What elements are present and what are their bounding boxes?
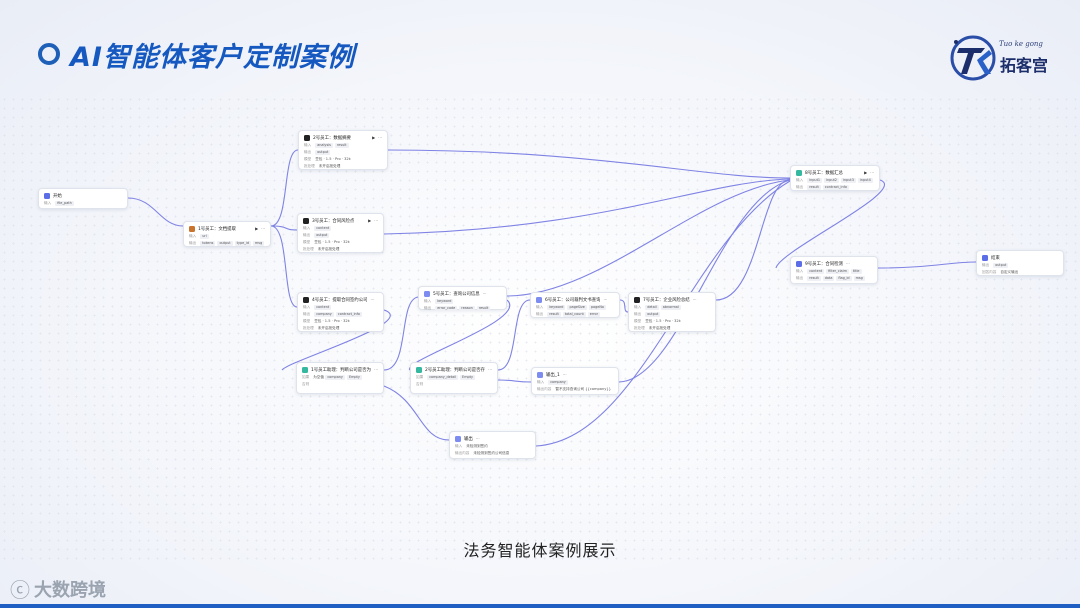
edge-docextract-extract [270,225,298,308]
more-icon[interactable]: ··· [562,372,567,377]
canvas-dot-grid [0,95,1080,565]
llm-icon [303,217,309,224]
edge-analysis-report [715,179,791,301]
edge-extract-cond1 [281,309,391,371]
more-icon[interactable]: ··· [845,261,850,266]
more-icon[interactable]: ··· [692,297,697,302]
company-logo [950,35,996,81]
logo-text: 拓客宫 [1000,56,1049,75]
bottom-accent-bar [0,604,1080,608]
title-bullet-icon [38,43,60,65]
edge-code-end [877,261,977,269]
edge-output1-report [618,179,791,383]
condition-icon [416,366,422,373]
edge-report-code [775,179,885,269]
edge-cond2-output1 [497,379,532,383]
watermark-text: 大数跨境 [34,579,106,601]
edge-summary-report [387,149,791,179]
edge-lookup-report [506,179,791,297]
llm-icon [304,134,310,141]
llm-icon [303,296,309,303]
output-icon [537,371,543,378]
more-icon[interactable]: ··· [603,297,608,302]
more-icon[interactable]: ··· [370,297,375,302]
page-title: AI智能体客户定制案例 [38,36,355,73]
plugin-icon [189,225,195,232]
more-icon[interactable]: ··· [488,367,492,372]
edge-cond2-judgment [497,299,531,371]
edge-start-docextract [127,197,184,227]
edge-docextract-contract [270,225,298,231]
slide-caption: 法务智能体案例展示 [463,541,617,560]
run-icon[interactable]: ▶ [368,218,372,223]
end-icon [982,254,988,261]
run-icon[interactable]: ▶ [255,226,259,231]
more-icon[interactable]: ··· [378,135,382,140]
watermark: ⓒ 大数跨境 [10,574,106,603]
watermark-logo-icon: ⓒ [10,578,30,602]
more-icon[interactable]: ··· [374,218,378,223]
plugin-icon [796,260,802,267]
output-icon [455,435,461,442]
edge-contract-report [383,178,791,235]
node-output[interactable]: 输出··· 输入未检测到签约 输出内容未检测到签约公司信息 [449,431,536,459]
edge-judgment-analysis [619,299,629,313]
more-icon[interactable]: ··· [870,170,874,175]
run-icon[interactable]: ▶ [372,135,376,140]
llm-icon [634,296,640,303]
run-icon[interactable]: ▶ [864,170,868,175]
more-icon[interactable]: ··· [261,226,265,231]
logo-pinyin: Tuo ke gong [999,40,1043,48]
more-icon[interactable]: ··· [475,436,480,441]
edge-docextract-summary [270,149,299,227]
more-icon[interactable]: ··· [482,291,487,296]
page-title-text: AI智能体客户定制案例 [70,41,355,73]
start-icon [44,192,50,199]
plugin-icon [536,296,542,303]
condition-icon [302,366,308,373]
edge-cond1-output2 [383,385,450,441]
code-icon [796,169,802,176]
plugin-icon [424,290,430,297]
more-icon[interactable]: ··· [374,367,378,372]
edge-cond1-lookup [383,296,419,371]
edge-output2-report [535,180,791,447]
